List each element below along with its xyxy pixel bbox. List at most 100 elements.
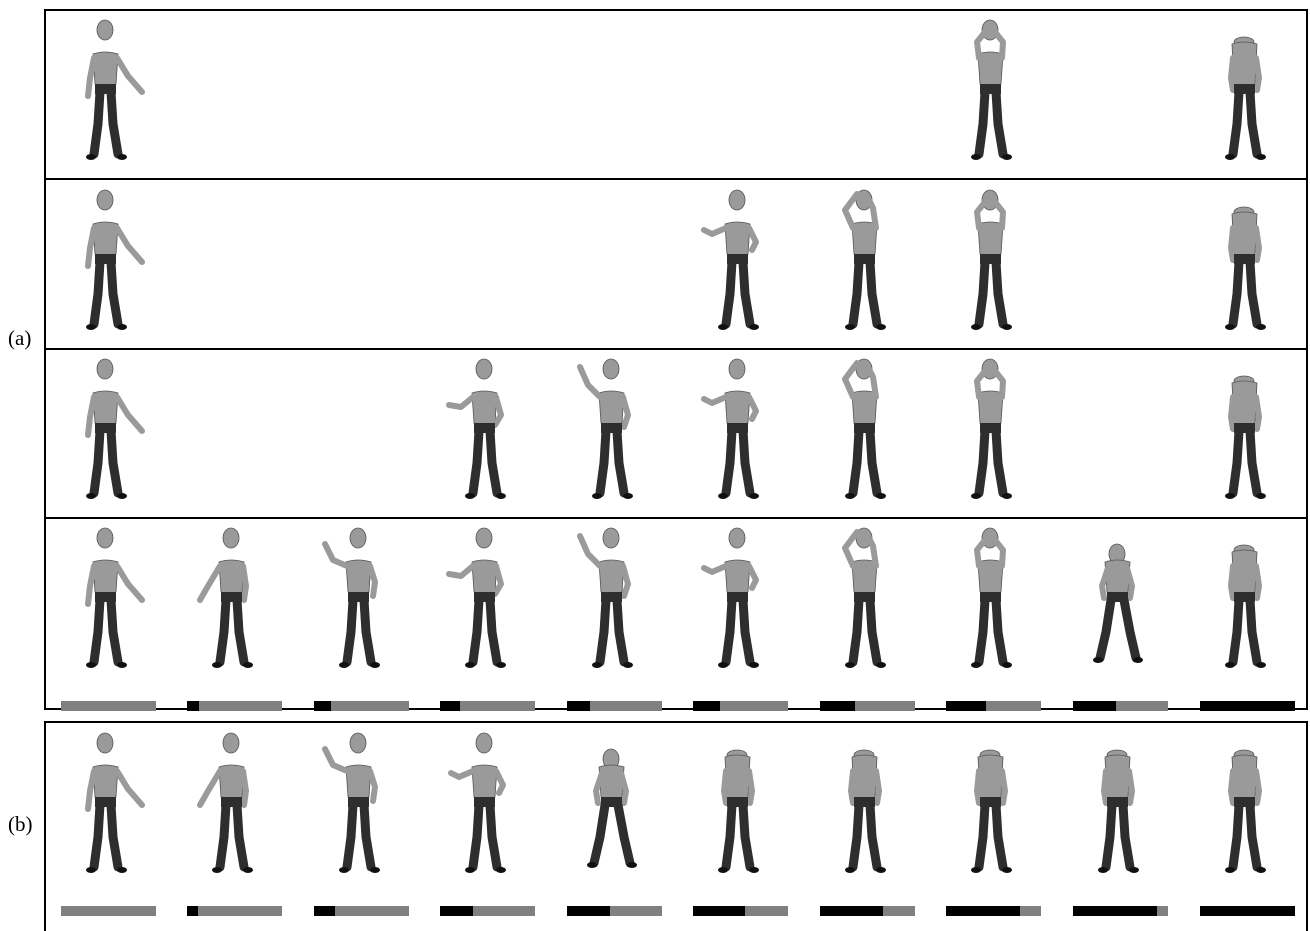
avatar-figure	[58, 729, 153, 879]
figure-slot	[437, 355, 532, 505]
figure-slot	[690, 524, 785, 674]
figure-slot	[943, 16, 1038, 166]
progress-bar	[314, 906, 409, 916]
progress-bar-fill	[946, 906, 1020, 916]
progress-bar-fill	[1200, 701, 1295, 711]
avatar-figure	[1070, 524, 1165, 674]
progress-bar	[946, 906, 1041, 916]
figure-slot	[943, 729, 1038, 879]
progress-bar-fill	[314, 906, 335, 916]
progress-bar-fill	[693, 701, 720, 711]
figure-slot	[58, 524, 153, 674]
avatar-figure	[817, 186, 912, 336]
progress-bar-fill	[567, 701, 590, 711]
avatar-figure	[690, 729, 785, 879]
avatar-figure	[564, 524, 659, 674]
progress-bar	[440, 701, 535, 711]
figure-slot	[58, 186, 153, 336]
avatar-figure	[943, 355, 1038, 505]
avatar-figure	[1070, 729, 1165, 879]
progress-bar-fill	[693, 906, 745, 916]
figure-slot	[817, 355, 912, 505]
avatar-figure	[58, 16, 153, 166]
avatar-figure	[690, 355, 785, 505]
progress-bar	[61, 701, 156, 711]
row-separator	[44, 348, 1308, 350]
progress-bar	[693, 906, 788, 916]
avatar-figure	[437, 355, 532, 505]
figure-slot	[311, 524, 406, 674]
row-separator	[44, 517, 1308, 519]
panel-a-label: (a)	[8, 326, 31, 351]
avatar-figure	[943, 729, 1038, 879]
avatar-figure	[184, 524, 279, 674]
avatar-figure	[564, 355, 659, 505]
figure-slot	[437, 524, 532, 674]
avatar-figure	[943, 16, 1038, 166]
avatar-figure	[58, 524, 153, 674]
figure-slot	[311, 729, 406, 879]
avatar-figure	[943, 186, 1038, 336]
panel-b-label: (b)	[8, 812, 33, 837]
figure-slot	[437, 729, 532, 879]
figure-slot	[58, 16, 153, 166]
progress-bar	[693, 701, 788, 711]
avatar-figure	[564, 729, 659, 879]
progress-bar	[440, 906, 535, 916]
figure-slot	[690, 186, 785, 336]
progress-bar-fill	[1200, 906, 1295, 916]
figure-slot	[690, 729, 785, 879]
avatar-figure	[817, 729, 912, 879]
row-separator	[44, 178, 1308, 180]
progress-bar	[820, 701, 915, 711]
avatar-figure	[437, 729, 532, 879]
avatar-figure	[817, 355, 912, 505]
progress-bar-fill	[187, 701, 199, 711]
progress-bar	[567, 906, 662, 916]
figure-slot	[943, 186, 1038, 336]
figure-slot	[690, 355, 785, 505]
figure-slot	[817, 729, 912, 879]
progress-bar-fill	[1073, 701, 1116, 711]
avatar-figure	[58, 186, 153, 336]
avatar-figure	[690, 524, 785, 674]
avatar-figure	[1197, 186, 1292, 336]
avatar-figure	[58, 355, 153, 505]
progress-bar	[1073, 906, 1168, 916]
figure-slot	[1197, 186, 1292, 336]
progress-bar	[1200, 906, 1295, 916]
avatar-figure	[1197, 355, 1292, 505]
figure-slot	[1197, 16, 1292, 166]
figure-slot	[564, 729, 659, 879]
progress-bar-fill	[946, 701, 986, 711]
figure-slot	[184, 729, 279, 879]
avatar-figure	[943, 524, 1038, 674]
figure-slot	[1070, 524, 1165, 674]
avatar-figure	[437, 524, 532, 674]
progress-bar-fill	[440, 906, 473, 916]
progress-bar	[1200, 701, 1295, 711]
figure-slot	[58, 355, 153, 505]
avatar-figure	[311, 524, 406, 674]
avatar-figure	[1197, 16, 1292, 166]
avatar-figure	[817, 524, 912, 674]
progress-bar	[187, 701, 282, 711]
progress-bar-fill	[440, 701, 460, 711]
progress-bar-fill	[820, 701, 855, 711]
figure-slot	[564, 524, 659, 674]
avatar-figure	[311, 729, 406, 879]
progress-bar	[314, 701, 409, 711]
figure-slot	[943, 355, 1038, 505]
figure-slot	[1197, 729, 1292, 879]
progress-bar-fill	[567, 906, 610, 916]
figure-slot	[184, 524, 279, 674]
progress-bar	[61, 906, 156, 916]
figure-slot	[1197, 524, 1292, 674]
progress-bar	[567, 701, 662, 711]
avatar-figure	[184, 729, 279, 879]
avatar-figure	[1197, 729, 1292, 879]
progress-bar-fill	[314, 701, 331, 711]
progress-bar	[946, 701, 1041, 711]
progress-bar-fill	[1073, 906, 1157, 916]
progress-bar-fill	[820, 906, 883, 916]
